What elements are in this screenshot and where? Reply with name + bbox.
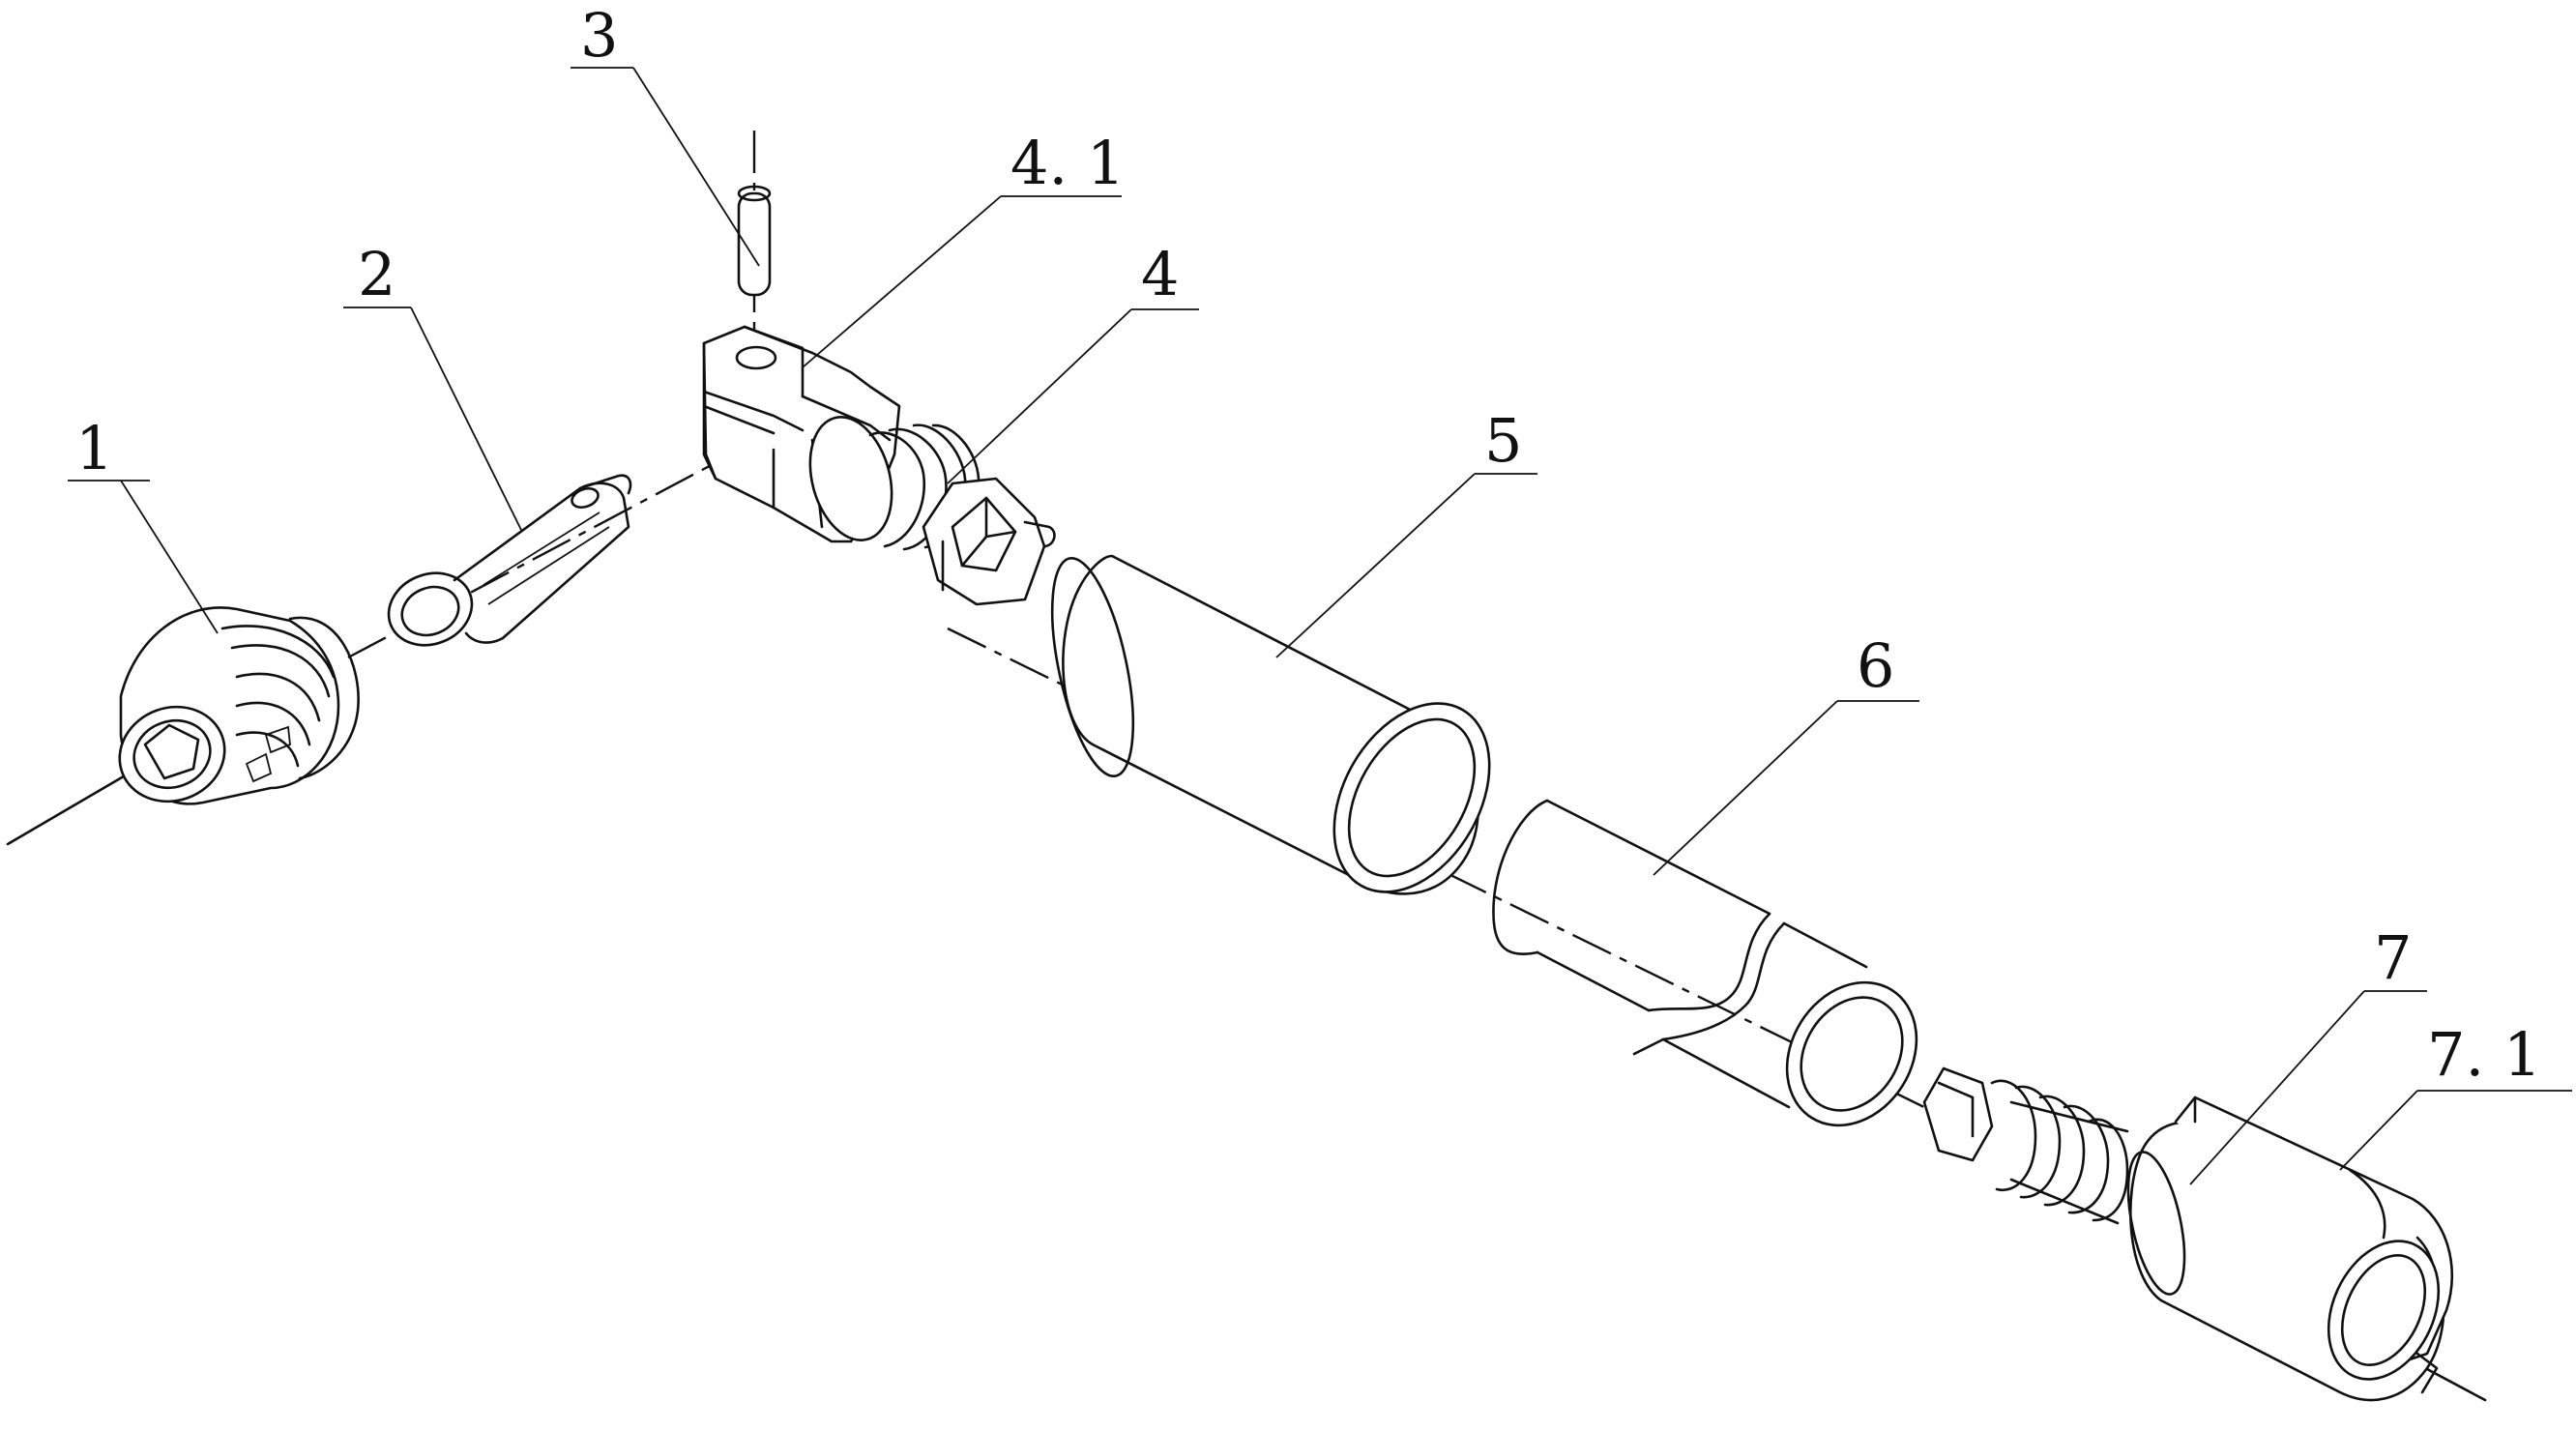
part-7-end-connector bbox=[1924, 1068, 2460, 1400]
part-6-long-tube bbox=[1493, 801, 1942, 1150]
part-1-threaded-insert bbox=[106, 607, 359, 815]
label-part-7: 7 bbox=[2374, 922, 2412, 993]
label-part-2: 2 bbox=[358, 239, 395, 309]
label-part-4-1: 4. 1 bbox=[1010, 128, 1125, 198]
label-part-7-1: 7. 1 bbox=[2427, 1019, 2541, 1090]
label-part-1: 1 bbox=[75, 413, 113, 483]
label-part-6: 6 bbox=[1857, 630, 1894, 701]
part-5-tube bbox=[1037, 551, 1521, 920]
part-4-fork-connector bbox=[704, 327, 1054, 604]
part-labels: 1 2 3 4. 1 4 5 6 7 7. 1 bbox=[75, 0, 2541, 1090]
label-part-4: 4 bbox=[1141, 239, 1179, 309]
label-part-3: 3 bbox=[580, 0, 618, 71]
label-part-5: 5 bbox=[1484, 405, 1522, 476]
part-2-sleeve bbox=[378, 476, 630, 657]
